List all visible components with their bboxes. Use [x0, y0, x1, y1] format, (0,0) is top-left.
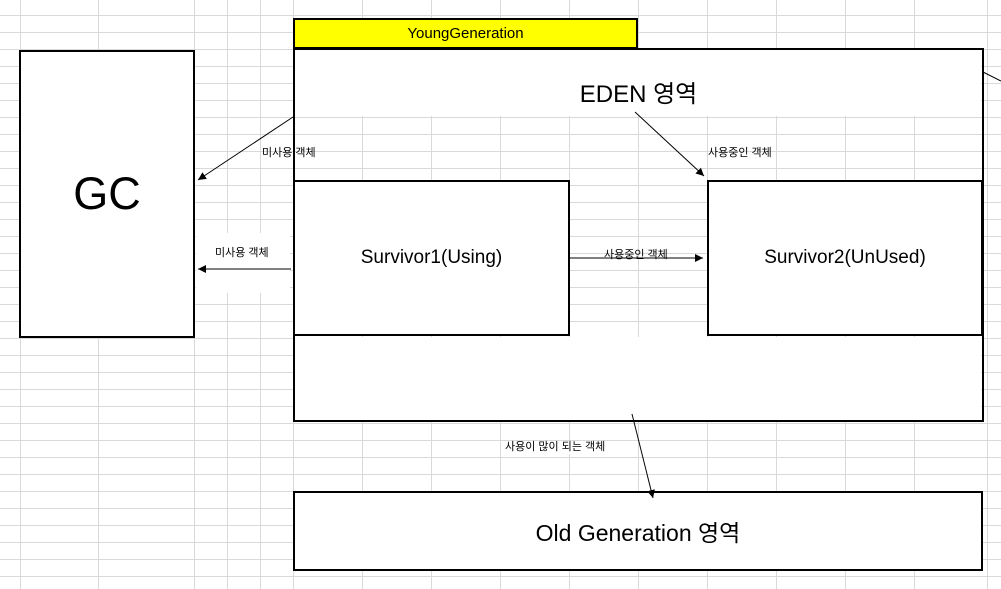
gridline	[227, 0, 228, 589]
gridline	[987, 0, 988, 589]
line-offscreen-right	[982, 71, 1001, 82]
gridline	[0, 117, 1001, 118]
white-fill-patch-left-label	[196, 233, 290, 293]
old-generation-box: Old Generation 영역	[293, 491, 983, 571]
gc-box: GC	[19, 50, 195, 338]
survivor2-label: Survivor2(UnUsed)	[764, 247, 926, 268]
label-eden-to-survivor2: 사용중인 객체	[708, 147, 772, 159]
gridline	[0, 15, 1001, 16]
gridline	[0, 474, 1001, 475]
survivor1-box: Survivor1(Using)	[293, 180, 570, 336]
gridline	[0, 134, 1001, 135]
gridline	[0, 576, 1001, 577]
white-fill-patch-bottom-band	[295, 337, 981, 420]
white-fill-patch-top-band	[295, 50, 981, 116]
gridline	[0, 168, 1001, 169]
gridline	[0, 440, 1001, 441]
label-survivor1-to-gc: 미사용 객체	[215, 247, 269, 259]
gridline	[0, 151, 1001, 152]
label-to-old-generation: 사용이 많이 되는 객체	[503, 441, 608, 454]
survivor1-label: Survivor1(Using)	[360, 247, 503, 268]
label-survivor1-to-survivor2: 사용중인 객체	[604, 249, 668, 261]
gc-label: GC	[73, 168, 141, 219]
gridline	[260, 0, 261, 589]
young-generation-title-box: YoungGeneration	[293, 18, 638, 49]
gridline	[0, 457, 1001, 458]
survivor2-box: Survivor2(UnUsed)	[707, 180, 983, 336]
eden-region-label: EDEN 영역	[579, 81, 698, 108]
label-eden-to-gc: 미사용 객체	[262, 147, 316, 159]
young-generation-title: YoungGeneration	[407, 25, 524, 42]
arrow-to-old-generation	[631, 413, 655, 499]
gridline	[638, 0, 639, 589]
old-generation-label: Old Generation 영역	[535, 520, 741, 546]
gridline	[0, 423, 1001, 424]
